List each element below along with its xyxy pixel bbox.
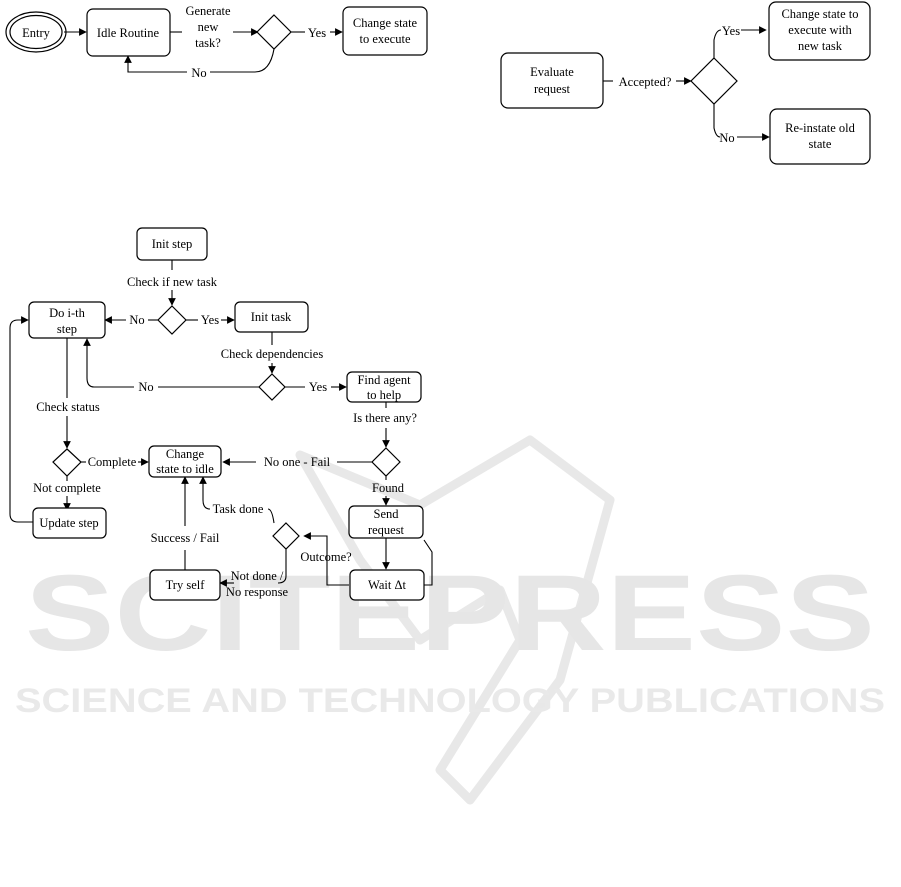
edge-update-loop (9, 316, 33, 523)
yes-1-label: Yes (201, 313, 219, 327)
wait-label: Wait Δt (368, 578, 406, 592)
idle-diagram: Entry Idle Routine Generate new task? Ye… (5, 4, 428, 80)
edge-no-a (713, 104, 721, 138)
edge-not-done-a (277, 549, 287, 584)
dependencies-decision (258, 373, 286, 401)
find-agent-line-1: Find agent (357, 373, 411, 387)
init-step-node (136, 227, 208, 261)
try-self-node (149, 569, 221, 601)
accept-state-line-1: Change state to (781, 7, 858, 21)
change-idle-node (148, 445, 222, 478)
no-one-fail-label: No one - Fail (264, 455, 331, 469)
send-request-line-2: request (368, 523, 405, 537)
edge-wait-loop (423, 539, 433, 586)
any-agent-decision (371, 447, 401, 477)
change-state-execute-node (342, 6, 428, 56)
change-idle-line-1: Change (166, 447, 205, 461)
init-task-label: Init task (251, 310, 292, 324)
idle-routine-node (86, 8, 171, 57)
execute-diagram: Init step Do i-th step Init task Find ag… (9, 227, 433, 601)
status-decision (52, 448, 82, 477)
generate-question-line-2: new (198, 20, 219, 34)
no-1-label: No (129, 313, 144, 327)
change-state-line-2: to execute (359, 32, 410, 46)
accept-state-line-3: new task (798, 39, 843, 53)
init-step-label: Init step (152, 237, 193, 251)
reinstate-state-node (769, 108, 871, 165)
update-step-label: Update step (39, 516, 98, 530)
not-complete-label: Not complete (33, 481, 101, 495)
send-request-line-1: Send (374, 507, 400, 521)
idle-no-label: No (191, 66, 206, 80)
idle-yes-label: Yes (308, 26, 326, 40)
find-agent-line-2: to help (367, 388, 401, 402)
do-step-line-1: Do i-th (49, 306, 86, 320)
wait-node (349, 569, 425, 601)
init-task-node (234, 301, 309, 333)
watermark: SCITEPRESS SCIENCE AND TECHNOLOGY PUBLIC… (15, 435, 885, 805)
generate-question-line-1: Generate (185, 4, 231, 18)
success-fail-label: Success / Fail (151, 531, 220, 545)
try-self-label: Try self (166, 578, 206, 592)
entry-node-outer (5, 11, 67, 53)
find-agent-node (346, 371, 422, 403)
check-new-task-label: Check if new task (127, 275, 218, 289)
edge-task-done-a (267, 508, 275, 524)
edge-no-b (124, 55, 187, 73)
entry-node (9, 14, 63, 50)
is-there-any-label: Is there any? (353, 411, 417, 425)
update-step-node (32, 507, 107, 539)
execute-new-task-node (768, 1, 871, 61)
change-state-line-1: Change state (353, 16, 418, 30)
request-diagram: Evaluate request Accepted? Yes No Change… (500, 1, 871, 165)
evaluate-line-2: request (534, 82, 571, 96)
watermark-logo-icon (295, 435, 615, 805)
send-request-node (348, 505, 424, 539)
do-step-node (28, 301, 106, 339)
accepted-label: Accepted? (619, 75, 672, 89)
change-idle-line-2: state to idle (156, 462, 214, 476)
generate-task-decision (256, 14, 292, 50)
check-status-label: Check status (36, 400, 100, 414)
task-done-label: Task done (213, 502, 264, 516)
request-yes-label: Yes (722, 24, 740, 38)
edge-task-done-b (199, 476, 211, 510)
not-done-line-2: No response (226, 585, 289, 599)
complete-label: Complete (88, 455, 137, 469)
do-step-line-2: step (57, 322, 77, 336)
request-no-label: No (719, 131, 734, 145)
outcome-label: Outcome? (300, 550, 352, 564)
edge-diamond2-no-b (83, 338, 134, 388)
check-dependencies-label: Check dependencies (221, 347, 324, 361)
new-task-decision (157, 305, 187, 335)
idle-routine-label: Idle Routine (97, 26, 160, 40)
watermark-tagline: SCIENCE AND TECHNOLOGY PUBLICATIONS (15, 682, 885, 720)
reinstate-line-2: state (809, 137, 832, 151)
not-done-line-1: Not done / (231, 569, 284, 583)
yes-2-label: Yes (309, 380, 327, 394)
edge-yes-a (713, 29, 722, 58)
entry-label: Entry (22, 26, 51, 40)
no-2-label: No (138, 380, 153, 394)
generate-question-line-3: task? (195, 36, 221, 50)
accepted-decision (690, 57, 738, 105)
evaluate-request-node (500, 52, 604, 109)
edge-no-a (210, 48, 275, 73)
reinstate-line-1: Re-instate old (785, 121, 856, 135)
evaluate-line-1: Evaluate (530, 65, 574, 79)
edge-wait-outcome (303, 532, 349, 586)
found-label: Found (372, 481, 405, 495)
accept-state-line-2: execute with (788, 23, 852, 37)
outcome-decision (272, 522, 300, 550)
